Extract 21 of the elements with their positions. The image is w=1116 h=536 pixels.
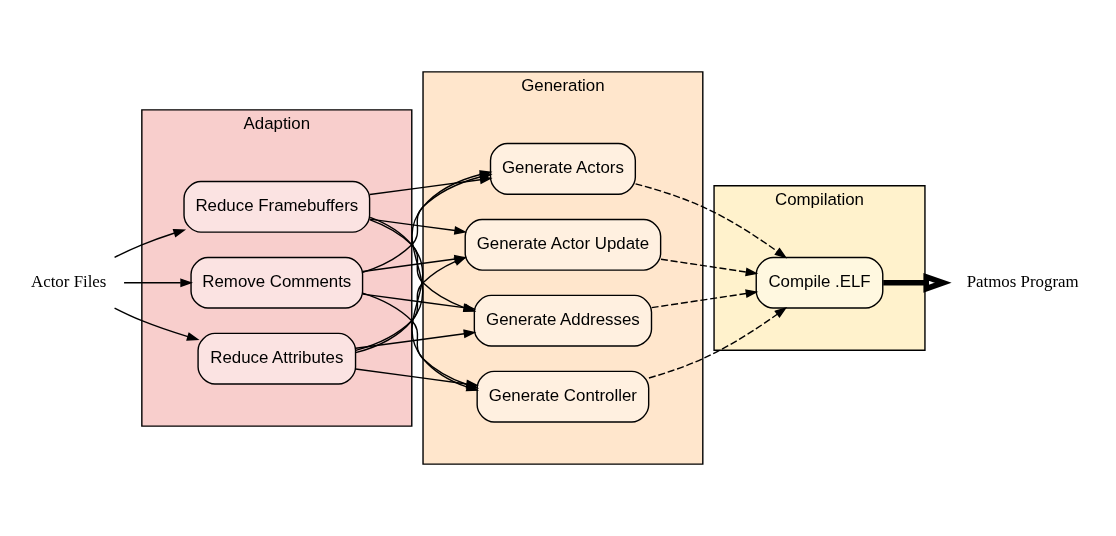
- arrow: [660, 258, 759, 277]
- arrow: [123, 278, 193, 288]
- arrow: [113, 229, 187, 259]
- arrow: [369, 218, 467, 235]
- node-text: Actor Files: [31, 272, 107, 292]
- arrow: [369, 175, 493, 196]
- node-box: Generate Actors: [489, 142, 637, 195]
- node-box: Remove Comments: [190, 256, 364, 309]
- arrow: [650, 289, 759, 309]
- node-box: Generate Actor Update: [464, 218, 662, 271]
- node-box: Reduce Framebuffers: [183, 180, 371, 233]
- arrow: [354, 329, 477, 349]
- node-box: Reduce Attributes: [197, 332, 357, 385]
- node-box: Compile .ELF: [755, 256, 884, 309]
- arrow: [113, 307, 200, 341]
- node-box: Generate Addresses: [473, 294, 653, 347]
- node-text: Patmos Program: [966, 272, 1079, 292]
- arrow: [883, 272, 952, 293]
- arrow: [634, 183, 788, 259]
- node-box: Generate Controller: [476, 370, 650, 423]
- arrow: [648, 307, 788, 379]
